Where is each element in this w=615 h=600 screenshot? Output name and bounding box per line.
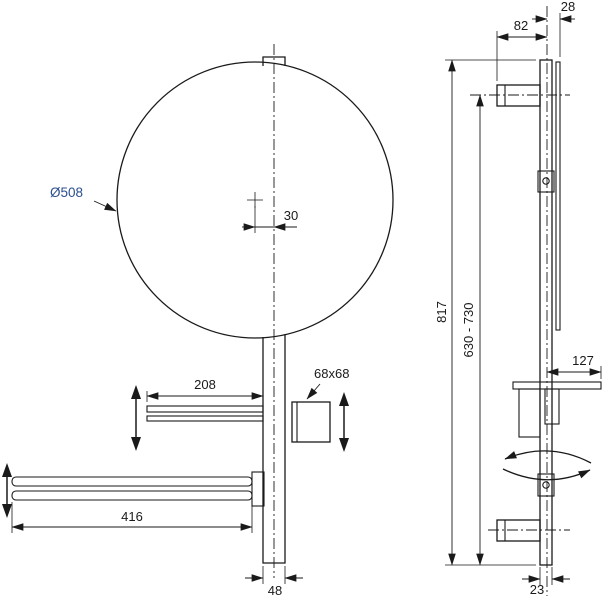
holder-size-leader [306, 383, 321, 400]
locking-knob-bottom [537, 473, 555, 497]
dim-shelf-length: 208 [146, 377, 264, 402]
towel-rail-adjust-arrow-icon [2, 463, 12, 518]
wall-fixing-bottom [488, 519, 570, 542]
shelf-front [146, 405, 264, 422]
dim-profile-depth: 23 [522, 567, 570, 597]
dim-center-offset-label: 30 [284, 208, 298, 223]
dim-rail-length: 416 [11, 502, 253, 533]
label-mirror-diameter: Ø508 [50, 185, 117, 212]
mirror-edge-side [555, 61, 561, 331]
dim-profile-width: 48 [245, 566, 303, 598]
dim-profile-width-label: 48 [268, 583, 282, 598]
dim-fixing-length-label: 82 [514, 18, 528, 33]
front-view: 30 Ø508 208 68x6 [2, 44, 394, 598]
mirror-circle [116, 61, 394, 339]
side-view: 28 82 817 630 - 730 127 [434, 0, 602, 597]
dim-center-offset: 30 [242, 206, 298, 233]
rail-side [539, 59, 553, 566]
holder-size-label: 68x68 [314, 366, 349, 381]
dim-total-height: 817 [434, 59, 536, 566]
label-holder-size: 68x68 [306, 366, 349, 400]
dim-profile-depth-label: 23 [530, 582, 544, 597]
tumbler-holder-front [291, 401, 331, 443]
mirror-diameter-label: Ø508 [50, 185, 83, 200]
swivel-rotation-arrows-icon [502, 450, 592, 481]
dim-height-range-label: 630 - 730 [461, 303, 476, 358]
mirror-rail-front [262, 56, 286, 564]
towel-rails-front [11, 471, 265, 507]
dim-mirror-offset: 28 [532, 0, 575, 57]
wall-fixing-top [470, 84, 570, 107]
mirror-diameter-leader [93, 200, 117, 212]
dim-mirror-offset-label: 28 [561, 0, 575, 14]
holder-height-adjust-arrow-icon [339, 392, 349, 452]
dim-rail-length-label: 416 [121, 509, 143, 524]
shelf-height-adjust-arrow-icon [131, 385, 141, 451]
dim-total-height-label: 817 [434, 301, 449, 323]
mirror-center-mark [247, 192, 263, 208]
dim-height-range: 630 - 730 [461, 94, 484, 566]
shelf-side [512, 381, 602, 438]
dim-shelf-depth: 127 [546, 353, 602, 379]
dim-shelf-length-label: 208 [194, 377, 216, 392]
dim-fixing-length: 82 [496, 18, 548, 81]
dim-shelf-depth-label: 127 [572, 353, 594, 368]
locking-knob-top [537, 170, 555, 193]
